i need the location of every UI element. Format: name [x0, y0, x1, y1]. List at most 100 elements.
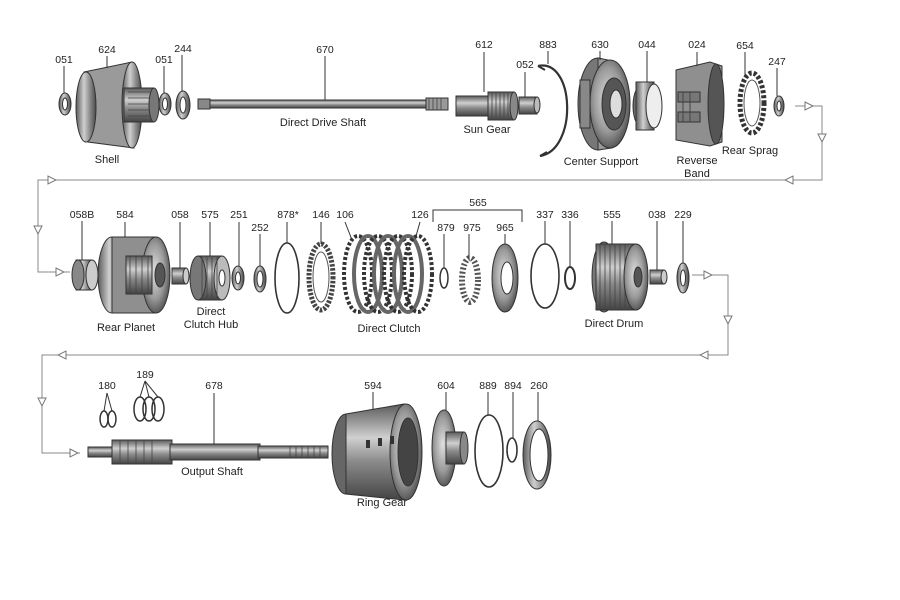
shell-624	[75, 61, 160, 149]
direct-drum-555	[591, 241, 649, 313]
part-336: 336	[561, 209, 579, 221]
part-numbers: 051 624 051 244 670 612 052 883 630 044 …	[55, 39, 786, 392]
flow-lines	[33, 101, 827, 458]
washer-244	[175, 90, 191, 120]
flange-604	[431, 409, 469, 487]
direct-drive-shaft-670	[197, 97, 449, 111]
part-251: 251	[230, 209, 248, 221]
seal-337	[530, 243, 560, 309]
part-051a: 051	[55, 54, 73, 66]
washer-252	[253, 265, 267, 293]
bushing-052	[518, 96, 541, 115]
part-189: 189	[136, 369, 154, 381]
output-shaft-678	[87, 439, 329, 465]
part-247: 247	[768, 56, 786, 68]
component-labels: Shell Direct Drive Shaft Sun Gear Center…	[95, 117, 778, 509]
part-180: 180	[98, 380, 116, 392]
label-shell: Shell	[95, 154, 119, 166]
part-260: 260	[530, 380, 548, 392]
part-044: 044	[638, 39, 656, 51]
part-058B: 058B	[70, 209, 95, 221]
part-229: 229	[674, 209, 692, 221]
sun-gear-612	[455, 91, 519, 121]
rear-sprag-654	[737, 70, 767, 136]
part-612: 612	[475, 39, 493, 51]
label-center-support: Center Support	[564, 156, 639, 168]
washer-251	[231, 265, 245, 291]
part-565: 565	[469, 197, 487, 209]
label-direct-drive-shaft: Direct Drive Shaft	[280, 117, 366, 129]
part-883: 883	[539, 39, 557, 51]
part-879: 879	[437, 222, 455, 234]
reverse-band-024	[675, 61, 725, 147]
part-052: 052	[516, 59, 534, 71]
part-555: 555	[603, 209, 621, 221]
label-rear-planet: Rear Planet	[97, 322, 155, 334]
race-058B	[71, 259, 99, 291]
return-springs-975	[459, 255, 481, 305]
row-2	[71, 234, 690, 314]
part-624: 624	[98, 44, 116, 56]
snap-ring-883	[537, 64, 569, 158]
label-direct-drum: Direct Drum	[585, 318, 644, 330]
part-678: 678	[205, 380, 223, 392]
plate-146	[306, 241, 336, 313]
rear-planet-584	[97, 236, 171, 314]
leader-lines	[63, 51, 778, 444]
part-878: 878*	[277, 209, 299, 221]
snap-ring-889	[474, 414, 504, 488]
label-reverse-band-line2: Band	[684, 168, 710, 180]
label-output-shaft: Output Shaft	[181, 466, 243, 478]
washer-051b	[158, 92, 172, 116]
part-630: 630	[591, 39, 609, 51]
part-038: 038	[648, 209, 666, 221]
center-support-630	[577, 57, 631, 151]
part-575: 575	[201, 209, 219, 221]
part-244: 244	[174, 43, 192, 55]
label-rear-sprag: Rear Sprag	[722, 145, 778, 157]
washer-247	[773, 95, 785, 117]
part-894: 894	[504, 380, 522, 392]
snap-ring-879	[439, 267, 449, 289]
drum-044	[632, 81, 663, 131]
direct-clutch-pack	[342, 234, 434, 314]
label-direct-clutch-hub-line1: Direct	[197, 306, 226, 318]
direct-clutch-hub-575	[189, 255, 231, 301]
rings-180	[99, 410, 117, 428]
part-889: 889	[479, 380, 497, 392]
part-106: 106	[336, 209, 354, 221]
bushing-058	[171, 267, 190, 285]
part-126: 126	[411, 209, 429, 221]
bushing-038	[649, 269, 668, 285]
part-594: 594	[364, 380, 382, 392]
row-3	[87, 396, 552, 501]
part-965: 965	[496, 222, 514, 234]
label-reverse-band-line1: Reverse	[677, 155, 718, 167]
washer-260	[522, 420, 552, 490]
label-ring-gear: Ring Gear	[357, 497, 407, 509]
part-975: 975	[463, 222, 481, 234]
snap-ring-878	[274, 242, 300, 314]
piston-965	[491, 243, 519, 313]
part-024: 024	[688, 39, 706, 51]
part-146: 146	[312, 209, 330, 221]
label-sun-gear: Sun Gear	[463, 124, 510, 136]
part-604: 604	[437, 380, 455, 392]
part-654: 654	[736, 40, 754, 52]
part-670: 670	[316, 44, 334, 56]
rings-189	[133, 396, 165, 422]
part-051b: 051	[155, 54, 173, 66]
part-337: 337	[536, 209, 554, 221]
washer-229	[676, 262, 690, 294]
seal-336	[564, 266, 576, 290]
row-1	[58, 57, 785, 158]
snap-ring-894	[506, 437, 518, 463]
label-direct-clutch: Direct Clutch	[358, 323, 421, 335]
ring-gear-594	[331, 403, 423, 501]
part-584: 584	[116, 209, 134, 221]
part-252: 252	[251, 222, 269, 234]
washer-051a	[58, 92, 72, 116]
label-direct-clutch-hub-line2: Clutch Hub	[184, 319, 238, 331]
part-058: 058	[171, 209, 189, 221]
